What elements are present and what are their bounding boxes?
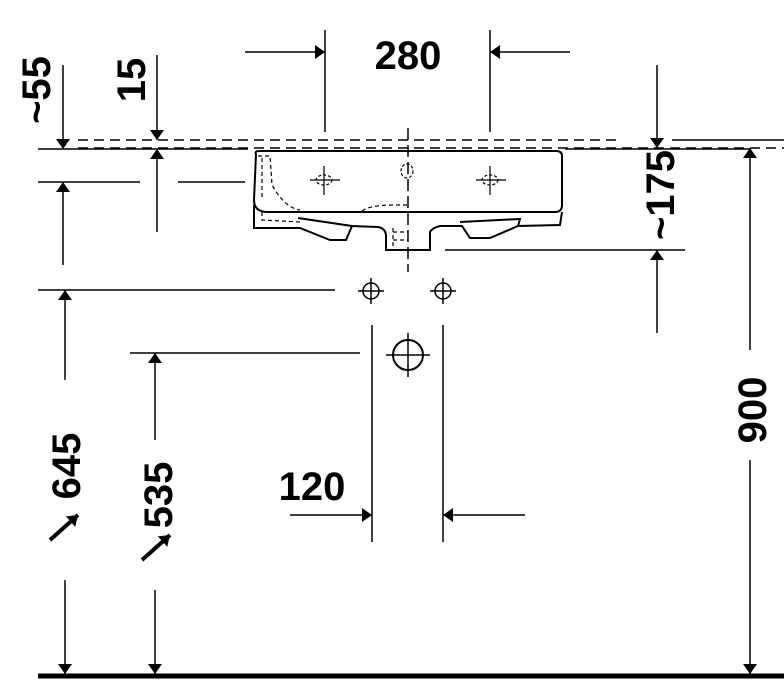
dimension-280: 280 bbox=[375, 34, 442, 78]
drain-icon bbox=[386, 333, 430, 377]
water-supply-icon bbox=[430, 278, 456, 304]
dimension-120: 120 bbox=[279, 465, 346, 509]
dimension-arrows bbox=[56, 45, 757, 674]
dimension-rim: 15 bbox=[110, 58, 154, 103]
level-arrow-icon bbox=[140, 533, 172, 562]
dimension-overhang: ~55 bbox=[15, 56, 59, 124]
level-arrow-icon bbox=[48, 513, 80, 542]
basin-outline bbox=[252, 150, 563, 251]
dimension-645: 645 bbox=[45, 433, 89, 500]
water-supply-icon bbox=[358, 278, 384, 304]
dimension-900: 900 bbox=[731, 377, 775, 444]
dimension-535: 535 bbox=[137, 462, 181, 529]
dimension-depth: ~175 bbox=[639, 150, 683, 240]
